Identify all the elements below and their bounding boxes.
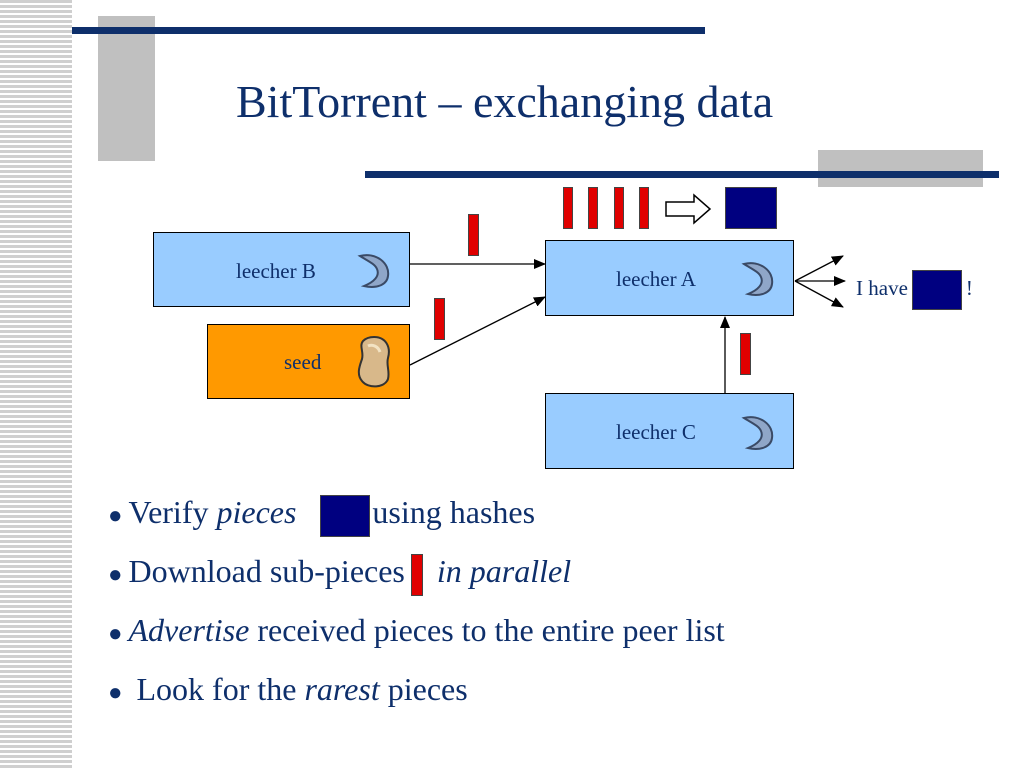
bullet-text: Verify bbox=[128, 494, 217, 530]
bullet-rarest: ● Look for the rarest pieces bbox=[108, 663, 988, 722]
bullet-dot: ● bbox=[108, 502, 123, 529]
bullet-text: Download sub-pieces bbox=[128, 553, 405, 589]
bullet-dot: ● bbox=[108, 620, 123, 647]
node-leecher-a: leecher A bbox=[545, 240, 794, 316]
node-leecher-c: leecher C bbox=[545, 393, 794, 469]
sub-piece-1 bbox=[563, 187, 573, 229]
advertise-suffix: ! bbox=[965, 275, 973, 300]
advertise-message: I have! bbox=[856, 270, 973, 310]
bullet-text: Look for the bbox=[128, 671, 305, 707]
sub-piece-from-b bbox=[468, 214, 479, 256]
leech-icon bbox=[357, 254, 390, 288]
node-label-seed: seed bbox=[284, 350, 322, 374]
bullet-verify: ●Verify pieces using hashes bbox=[108, 486, 988, 545]
bullet-dot: ● bbox=[108, 561, 123, 588]
node-label-leecher-b: leecher B bbox=[236, 259, 316, 283]
sub-piece-from-c bbox=[740, 333, 751, 375]
bullet-emphasis: Advertise bbox=[128, 612, 250, 648]
bullet-emphasis: rarest bbox=[304, 671, 380, 707]
sub-piece-swatch bbox=[410, 553, 423, 596]
top-rule bbox=[72, 27, 705, 34]
corner-block-right bbox=[818, 150, 983, 187]
advertise-arrow-up bbox=[794, 255, 844, 282]
node-label-leecher-a: leecher A bbox=[616, 267, 696, 291]
hollow-arrow-icon bbox=[665, 193, 712, 225]
bullet-text: received pieces to the entire peer list bbox=[249, 612, 725, 648]
sub-piece-2 bbox=[588, 187, 598, 229]
side-stripes bbox=[0, 0, 72, 768]
leech-icon bbox=[741, 416, 774, 450]
assembled-piece bbox=[725, 187, 777, 229]
title-rule bbox=[365, 171, 999, 178]
advertised-piece bbox=[911, 270, 962, 310]
node-seed: seed bbox=[207, 324, 410, 399]
seed-icon bbox=[357, 335, 390, 388]
bullet-text: pieces bbox=[379, 671, 468, 707]
piece-swatch bbox=[320, 494, 371, 537]
sub-piece-from-seed bbox=[434, 298, 445, 340]
bullet-dot: ● bbox=[108, 679, 123, 706]
bullet-emphasis: in parallel bbox=[436, 553, 572, 589]
sub-piece-4 bbox=[639, 187, 649, 229]
page-title: BitTorrent – exchanging data bbox=[236, 76, 774, 127]
bullet-emphasis: pieces bbox=[216, 494, 297, 530]
bullet-advertise: ●Advertise received pieces to the entire… bbox=[108, 604, 988, 663]
advertise-prefix: I have bbox=[856, 275, 908, 300]
leech-icon bbox=[741, 262, 774, 296]
arrow-seed-to-a bbox=[409, 296, 546, 366]
node-leecher-b: leecher B bbox=[153, 232, 410, 307]
bullet-text: using hashes bbox=[372, 494, 536, 530]
bullet-download: ●Download sub-pieces in parallel bbox=[108, 545, 988, 604]
node-label-leecher-c: leecher C bbox=[616, 420, 696, 444]
sub-piece-3 bbox=[614, 187, 624, 229]
corner-block-top bbox=[98, 16, 155, 161]
advertise-arrow-down bbox=[794, 280, 844, 308]
